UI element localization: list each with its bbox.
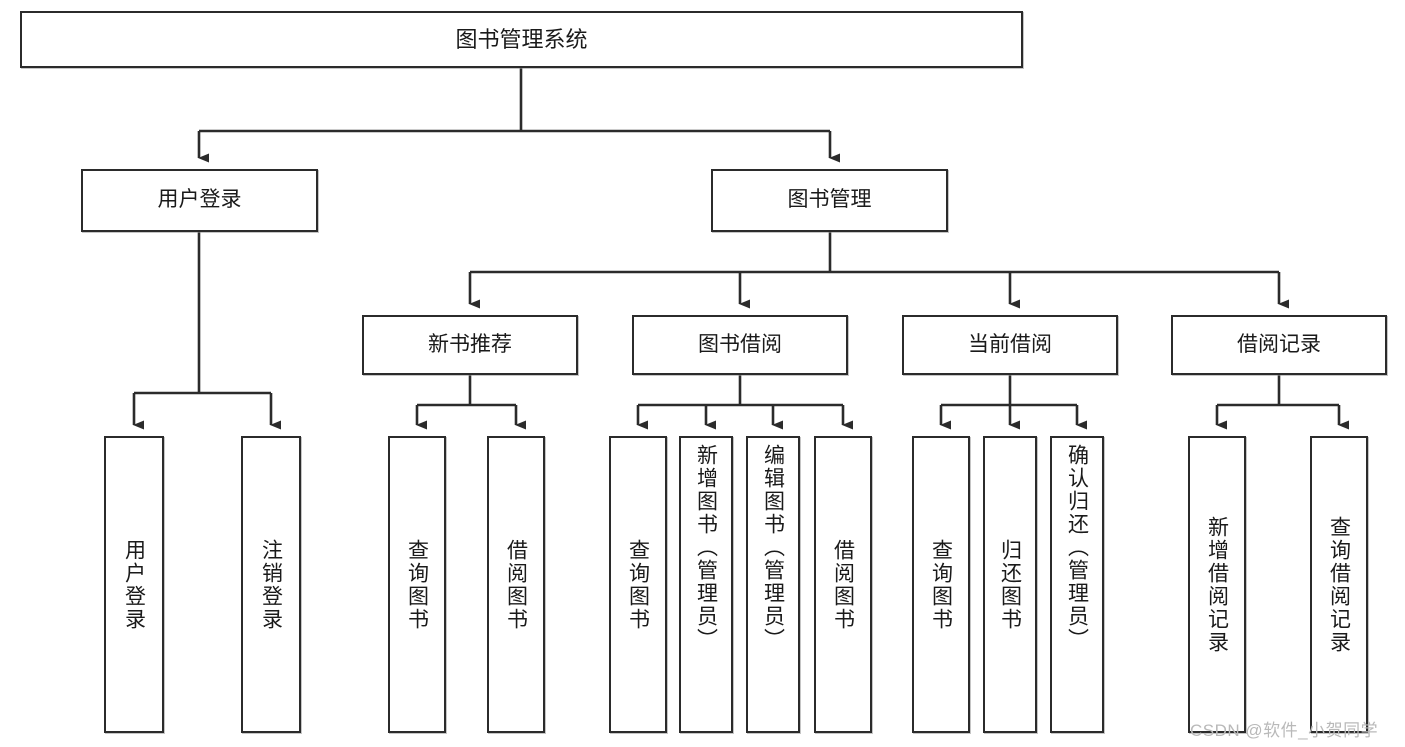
node-leaf-query-book-rec-label: 查询图书 [405, 538, 429, 631]
node-leaf-query-book-cur[interactable]: 查询图书 [912, 436, 970, 733]
node-leaf-query-book-rec[interactable]: 查询图书 [388, 436, 446, 733]
node-leaf-borrow-book-rec[interactable]: 借阅图书 [487, 436, 545, 733]
node-leaf-query-record-label: 查询借阅记录 [1327, 515, 1351, 654]
node-leaf-query-book-borrow-label: 查询图书 [626, 538, 650, 631]
node-leaf-query-record[interactable]: 查询借阅记录 [1310, 436, 1368, 733]
node-new-book-rec[interactable]: 新书推荐 [362, 315, 578, 375]
node-current-borrow[interactable]: 当前借阅 [902, 315, 1118, 375]
node-borrow-record[interactable]: 借阅记录 [1171, 315, 1387, 375]
node-leaf-return-book[interactable]: 归还图书 [983, 436, 1037, 733]
node-root-label: 图书管理系统 [455, 26, 588, 52]
node-leaf-add-book-label: 新增图书（管理员） [694, 444, 718, 651]
node-leaf-confirm-return[interactable]: 确认归还（管理员） [1050, 436, 1104, 733]
node-borrow-record-label: 借阅记录 [1237, 332, 1321, 356]
node-leaf-edit-book[interactable]: 编辑图书（管理员） [746, 436, 800, 733]
node-book-manage[interactable]: 图书管理 [711, 169, 948, 232]
node-leaf-add-record-label: 新增借阅记录 [1205, 515, 1229, 654]
node-book-borrow[interactable]: 图书借阅 [632, 315, 848, 375]
node-user-login[interactable]: 用户登录 [81, 169, 318, 232]
node-leaf-edit-book-label: 编辑图书（管理员） [761, 444, 785, 651]
node-leaf-query-book-borrow[interactable]: 查询图书 [609, 436, 667, 733]
node-leaf-query-book-cur-label: 查询图书 [929, 538, 953, 631]
node-leaf-borrow-book[interactable]: 借阅图书 [814, 436, 872, 733]
node-leaf-add-book[interactable]: 新增图书（管理员） [679, 436, 733, 733]
node-book-borrow-label: 图书借阅 [698, 332, 782, 356]
node-user-login-label: 用户登录 [157, 188, 242, 212]
node-leaf-borrow-book-label: 借阅图书 [831, 538, 855, 631]
node-book-manage-label: 图书管理 [787, 188, 872, 212]
csdn-watermark: CSDN @软件_小贺同学 [1190, 721, 1379, 740]
node-leaf-confirm-return-label: 确认归还（管理员） [1065, 444, 1089, 651]
node-root[interactable]: 图书管理系统 [20, 11, 1023, 68]
node-leaf-user-login-label: 用户登录 [122, 538, 146, 631]
node-leaf-add-record[interactable]: 新增借阅记录 [1188, 436, 1246, 733]
node-leaf-borrow-book-rec-label: 借阅图书 [504, 538, 528, 631]
node-new-book-rec-label: 新书推荐 [428, 332, 512, 356]
node-leaf-logout[interactable]: 注销登录 [241, 436, 301, 733]
node-leaf-return-book-label: 归还图书 [998, 538, 1022, 631]
node-current-borrow-label: 当前借阅 [968, 332, 1052, 356]
node-leaf-logout-label: 注销登录 [259, 538, 283, 631]
node-leaf-user-login[interactable]: 用户登录 [104, 436, 164, 733]
